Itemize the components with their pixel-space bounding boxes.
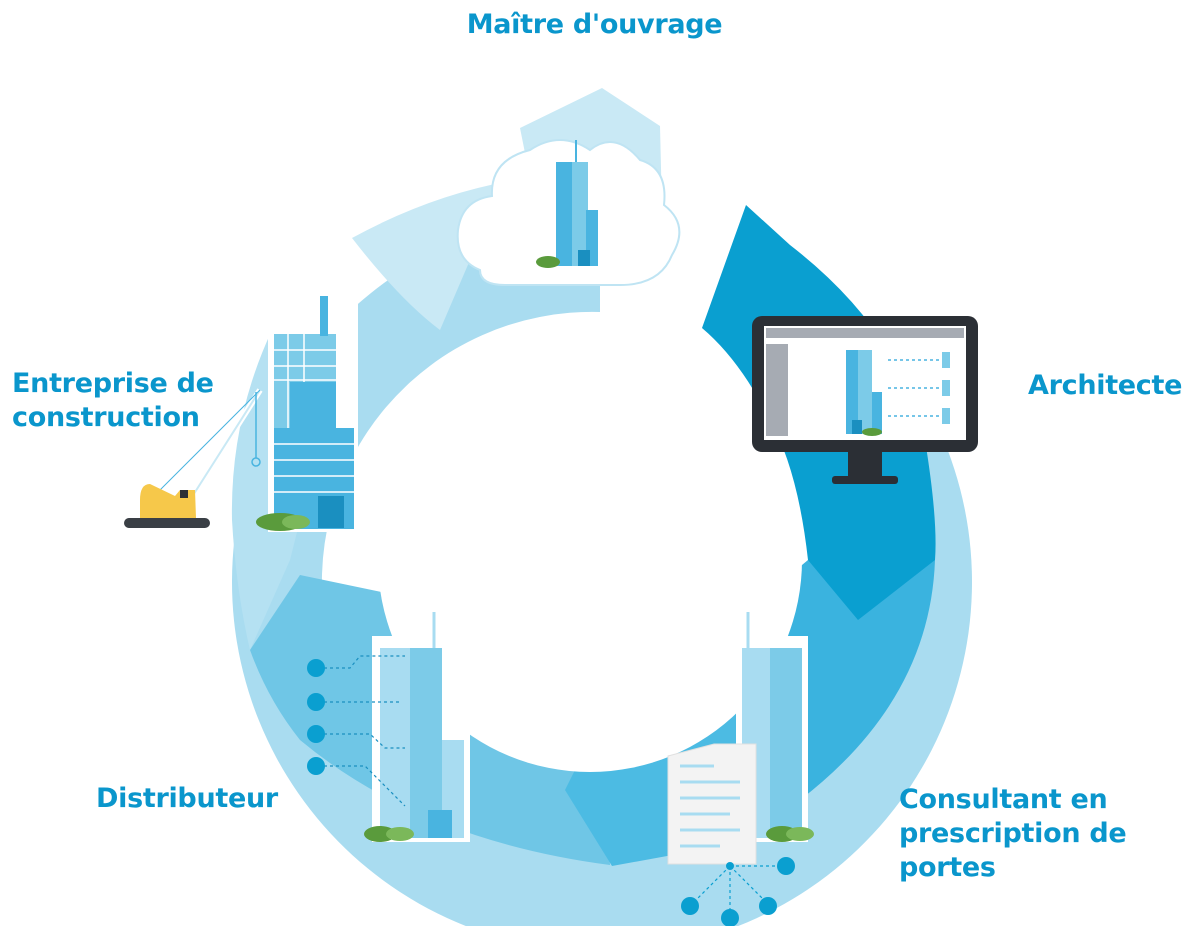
label-contractor: Entreprise de construction: [12, 367, 214, 435]
cloud-icon: [456, 139, 681, 286]
label-consultant-line1: Consultant en: [899, 784, 1108, 815]
label-distributor: Distributeur: [96, 782, 278, 816]
distributor-node-3: [307, 725, 325, 743]
distributor-node-2: [307, 693, 325, 711]
consultant-node-1: [777, 857, 795, 875]
label-consultant-line3: portes: [899, 852, 996, 883]
label-consultant: Consultant en prescription de portes: [899, 783, 1127, 885]
label-contractor-line2: construction: [12, 402, 200, 433]
document-icon: [667, 743, 795, 927]
ring-inner-hole: [378, 348, 802, 772]
consultant-node-3: [721, 909, 739, 927]
monitor-icon: [752, 316, 978, 484]
label-architect: Architecte: [1028, 369, 1182, 403]
crane-icon: [124, 296, 358, 532]
label-distributor-text: Distributeur: [96, 783, 278, 814]
label-owner-text: Maître d'ouvrage: [466, 9, 723, 40]
label-architect-text: Architecte: [1028, 370, 1183, 401]
label-consultant-line2: prescription de: [899, 818, 1127, 849]
distributor-building: [307, 612, 470, 842]
consultant-node-4: [759, 897, 777, 915]
label-owner: Maître d'ouvrage: [0, 8, 1189, 42]
distributor-node-4: [307, 757, 325, 775]
label-contractor-line1: Entreprise de: [12, 368, 214, 399]
consultant-node-2: [681, 897, 699, 915]
distributor-node-1: [307, 659, 325, 677]
